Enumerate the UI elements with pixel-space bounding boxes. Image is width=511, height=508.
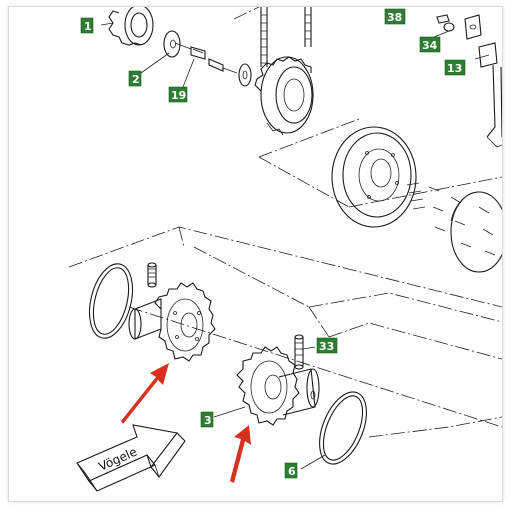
sprocket-part-3 (236, 346, 320, 426)
callout-13: 13 (444, 59, 466, 76)
bracket-assembly (436, 14, 502, 148)
sprocket-left-assembly (128, 282, 216, 362)
o-ring-left (88, 263, 134, 339)
svg-text:33: 33 (319, 340, 334, 353)
screw-and-washer (208, 58, 252, 87)
callout-3: 3 (200, 411, 214, 428)
sprocket-part-1 (108, 7, 154, 46)
svg-text:1: 1 (84, 20, 92, 33)
callout-1: 1 (80, 17, 94, 34)
flywheel-disc (331, 126, 417, 228)
svg-text:34: 34 (422, 39, 438, 52)
svg-text:3: 3 (204, 414, 212, 427)
washer-part-2 (163, 30, 192, 58)
upper-sprocket (254, 56, 314, 136)
svg-text:13: 13 (447, 62, 462, 75)
pin-part-33 (294, 334, 304, 370)
red-arrow-left (121, 363, 169, 424)
leader-lines (100, 22, 490, 470)
callout-2: 2 (128, 70, 142, 87)
svg-text:2: 2 (132, 73, 140, 86)
highlight-arrows (121, 363, 251, 483)
red-arrow-right (230, 425, 251, 483)
svg-text:38: 38 (387, 11, 402, 24)
drive-chain (260, 7, 312, 67)
callout-34: 34 (419, 36, 441, 53)
callout-38: 38 (384, 8, 406, 25)
bolt-part-19 (190, 46, 206, 60)
callout-33: 33 (316, 337, 338, 354)
pin-left (147, 262, 157, 288)
exploded-parts-diagram: Vögele 1 2 19 38 34 13 33 (68, 7, 502, 492)
svg-text:19: 19 (171, 89, 186, 102)
o-ring-part-6 (319, 391, 367, 465)
voegele-logo-arrow: Vögele (76, 424, 186, 492)
callout-6: 6 (284, 462, 298, 479)
brand-logo-text: Vögele (97, 445, 140, 474)
bolt-cluster (406, 182, 502, 273)
assembly-guide-lines (68, 7, 502, 438)
diagram-frame: Vögele 1 2 19 38 34 13 33 (8, 6, 503, 502)
svg-text:6: 6 (288, 465, 296, 478)
callout-19: 19 (168, 86, 188, 103)
